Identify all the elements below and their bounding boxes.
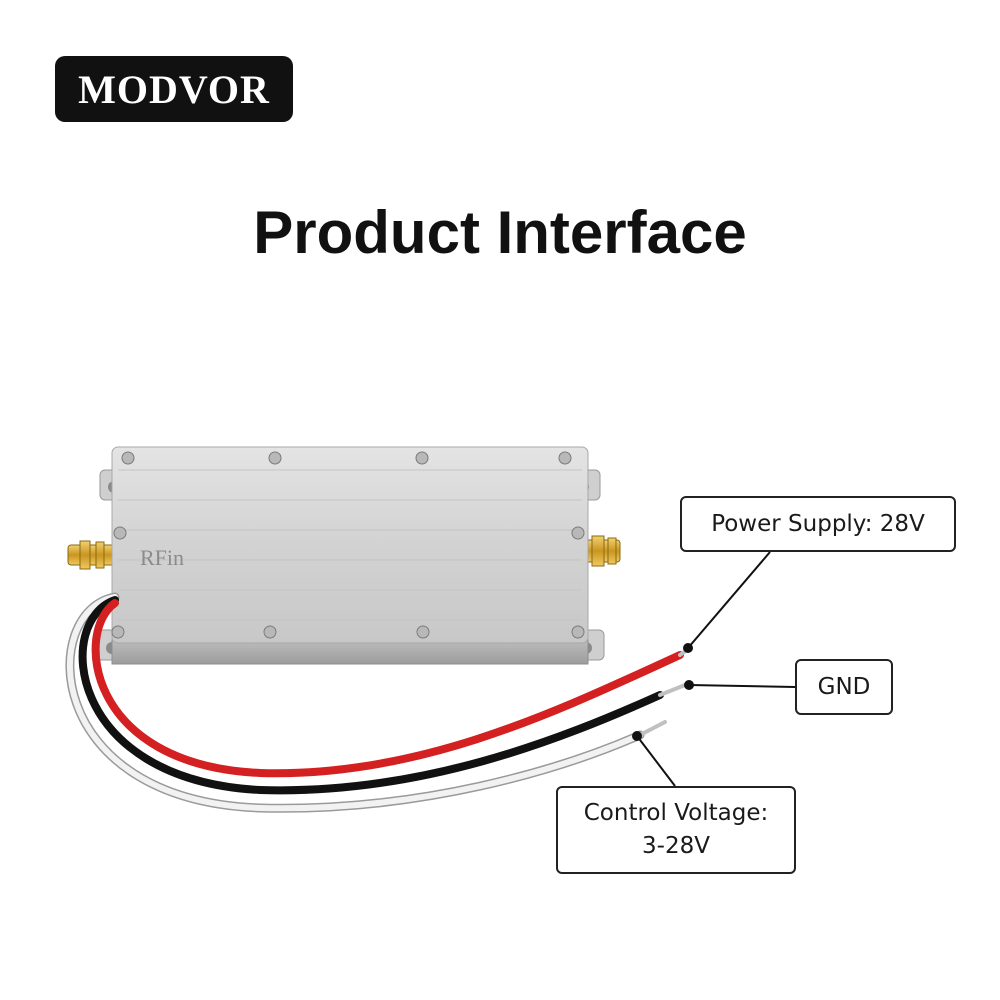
page-title: Product Interface <box>253 199 747 266</box>
amplifier-housing <box>111 446 589 665</box>
control-voltage-range: 3-28V <box>642 833 710 859</box>
brand-logo-text: MODVOR <box>78 66 270 112</box>
rf-out-connector <box>579 535 621 567</box>
rf-in-connector <box>67 540 115 570</box>
power-supply-callout: Power Supply: 28V <box>680 496 956 552</box>
control-voltage-callout: Control Voltage: 3-28V <box>556 786 796 874</box>
housing-screws <box>111 451 585 639</box>
power-wires <box>65 592 692 813</box>
gnd-callout: GND <box>795 659 893 715</box>
control-voltage-label: Control Voltage: <box>583 799 769 826</box>
brand-logo: MODVOR <box>55 56 293 122</box>
callout-leaders <box>632 551 796 787</box>
rf-in-label: RFin <box>140 545 184 570</box>
